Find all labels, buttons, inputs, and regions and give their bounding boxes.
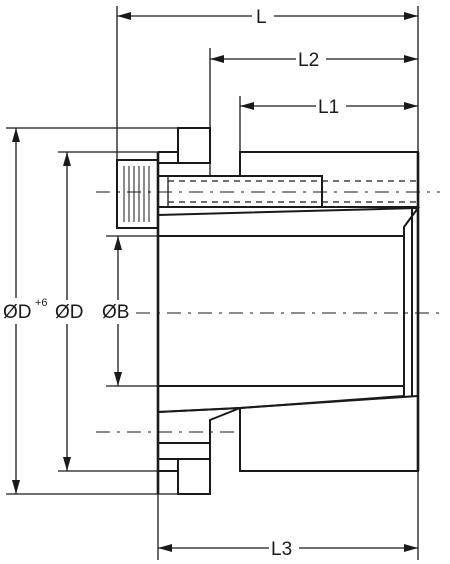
lower-flange-block xyxy=(157,407,241,460)
dimension-OB: ØB xyxy=(100,236,136,386)
extension-lines xyxy=(6,6,419,560)
upper-inner-sleeve xyxy=(157,206,421,237)
clamp-screw xyxy=(116,159,418,229)
label-L1: L1 xyxy=(318,97,339,118)
lower-inner-sleeve xyxy=(157,385,405,414)
release-slot xyxy=(209,128,241,176)
dimension-L: L xyxy=(117,5,418,28)
label-OD: ØD xyxy=(55,302,84,323)
bore xyxy=(156,152,420,494)
label-L: L xyxy=(256,7,267,28)
dimension-L3: L3 xyxy=(158,537,418,560)
screw-head-knurl xyxy=(123,166,150,222)
label-OB: ØB xyxy=(102,302,129,323)
dimension-OD: ØD xyxy=(53,152,89,471)
dimension-L2: L2 xyxy=(210,48,418,71)
label-OD-tol: ØD xyxy=(3,302,32,323)
lower-outer-ring xyxy=(239,394,419,472)
center-lines xyxy=(96,191,440,433)
upper-outer-ring xyxy=(239,151,419,208)
label-OD-tol-sup: +6 xyxy=(35,297,48,309)
dimension-L1: L1 xyxy=(240,95,418,118)
dimension-OD-tol: ØD +6 xyxy=(3,128,49,494)
upper-collar xyxy=(158,127,211,164)
label-L3: L3 xyxy=(271,539,292,560)
label-L2: L2 xyxy=(298,50,319,71)
lower-collar xyxy=(158,458,211,495)
